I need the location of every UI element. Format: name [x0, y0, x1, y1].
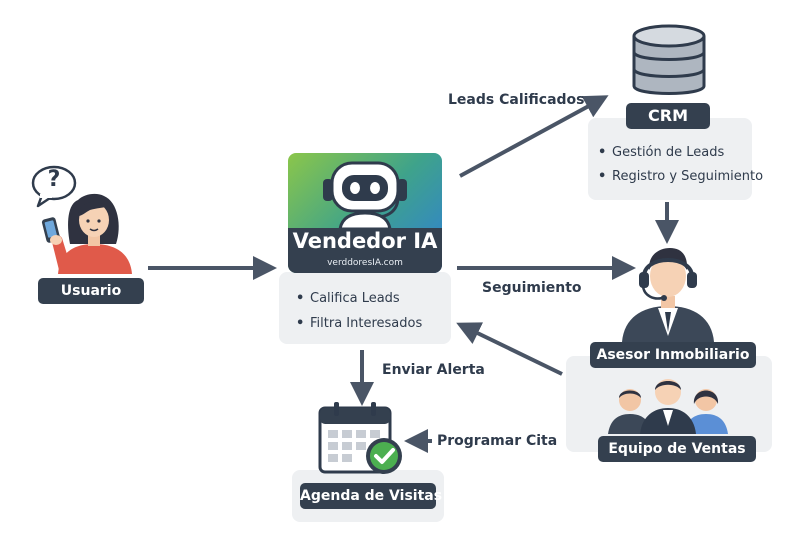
vendedor-url: verddoresIA.com	[327, 258, 403, 268]
crm-bullet-2: Registro y Seguimiento	[598, 169, 763, 184]
usuario-label: Usuario	[38, 278, 144, 304]
edge-label-leads-calificados: Leads Calificados	[448, 92, 585, 108]
question-mark: ?	[47, 167, 61, 192]
agenda-label: Agenda de Visitas	[300, 483, 442, 509]
arrow-vendedor-to-crm	[459, 95, 609, 178]
vendedor-title-bar	[288, 228, 442, 273]
vendedor-bullet-1: Califica Leads	[296, 291, 400, 306]
edge-label-seguimiento: Seguimiento	[482, 280, 582, 296]
arrow-team-to-vendedor	[456, 322, 563, 376]
edge-label-programar-cita: Programar Cita	[437, 433, 558, 449]
crm-label: CRM	[626, 103, 710, 129]
user-woman-icon	[41, 193, 132, 274]
equipo-label: Equipo de Ventas	[598, 436, 756, 462]
vendedor-title: Vendedor IA	[292, 229, 438, 253]
advisor-headset-icon	[622, 248, 714, 342]
vendedor-panel	[279, 272, 451, 344]
calendar-check-icon	[318, 402, 402, 474]
question-bubble-icon	[31, 165, 77, 208]
edge-label-enviar-alerta: Enviar Alerta	[382, 362, 485, 378]
crm-bullet-1: Gestión de Leads	[598, 145, 724, 160]
asesor-label: Asesor Inmobiliario	[590, 342, 756, 368]
vendedor-bullet-2: Filtra Interesados	[296, 316, 422, 331]
sales-team-icon	[608, 379, 728, 434]
database-icon	[632, 24, 706, 95]
robot-icon	[323, 161, 407, 229]
